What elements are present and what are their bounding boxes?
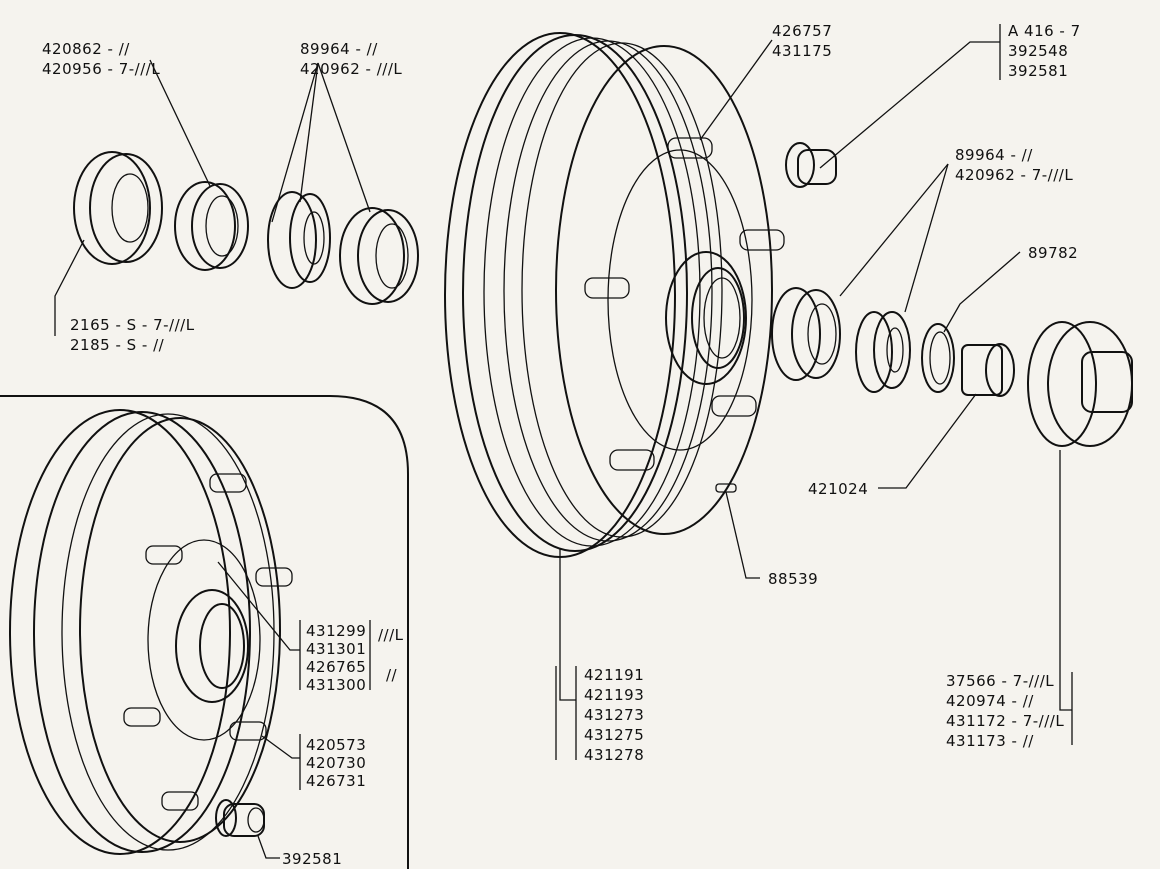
thrust-washer (921, 323, 955, 393)
callout-text: 421191 (584, 666, 644, 684)
callout-text: 2165 - S - 7-///L (70, 316, 195, 334)
callout-text: 431278 (584, 746, 644, 764)
callout-castle-nut: 421024 (808, 480, 868, 498)
callout-text: 431275 (584, 726, 644, 744)
callout-text: 89964 - // (300, 40, 378, 58)
inset-frame (0, 395, 409, 869)
callout-text: 431173 - // (946, 732, 1034, 750)
callout-text: 431301 (306, 640, 366, 658)
callout-inner-bearing: 89964 - // 420962 - ///L (300, 40, 402, 78)
callout-text: 420962 - ///L (300, 60, 402, 78)
callout-text: 2185 - S - // (70, 336, 165, 354)
wheel-stud-bottom (609, 449, 655, 471)
callout-inset-hub: 431299 431301 426765 431300 ///L // (306, 622, 404, 694)
callout-cotter-pin: 88539 (768, 570, 818, 588)
callout-text: 431299 (306, 622, 366, 640)
hub-cap (1027, 321, 1133, 447)
callout-washer: 89782 (1028, 244, 1078, 262)
callout-text: 420730 (306, 754, 366, 772)
callout-text: 426757 (772, 22, 832, 40)
inner-bearing-race (339, 207, 419, 305)
callout-mark: // (386, 666, 398, 684)
callout-text: 420573 (306, 736, 366, 754)
inner-bearing-cup (174, 181, 249, 271)
callout-text: 89964 - // (955, 146, 1033, 164)
callout-stud-top: 426757 431175 (772, 22, 832, 60)
callout-inset-nut: 392581 (282, 850, 342, 868)
inset-nut (215, 799, 265, 837)
wheel-stud-right-upper (739, 229, 785, 251)
callout-outer-bearing: 89964 - // 420962 - 7-///L (955, 146, 1073, 184)
callout-inset-studs: 420573 420730 426731 (306, 736, 366, 790)
callout-text: 392548 (1008, 42, 1068, 60)
inset-drum (9, 409, 293, 855)
callout-drum: 421191 421193 431273 431275 431278 (584, 666, 644, 764)
callout-text: 420862 - // (42, 40, 130, 58)
callout-mark: ///L (378, 626, 404, 644)
callout-text: 420974 - // (946, 692, 1034, 710)
wheel-stud-left (584, 277, 630, 299)
callout-inner-seal: 420862 - // 420956 - 7-///L (42, 40, 160, 78)
callout-text: A 416 - 7 (1008, 22, 1081, 40)
callout-hub-cap: 37566 - 7-///L 420974 - // 431172 - 7-//… (946, 672, 1064, 750)
callout-text: 426765 (306, 658, 366, 676)
inner-bearing-cone (267, 191, 331, 289)
callout-text: 431175 (772, 42, 832, 60)
wheel-stud-top (667, 137, 713, 159)
wheel-nut-top (785, 142, 837, 188)
callout-text: 37566 - 7-///L (946, 672, 1054, 690)
outer-bearing-cone (855, 311, 911, 393)
leader-lines (54, 39, 1072, 859)
callout-text: 420962 - 7-///L (955, 166, 1073, 184)
callout-text: 431300 (306, 676, 366, 694)
castle-nut (961, 343, 1015, 397)
bracket-lines (299, 24, 1073, 790)
callout-text: 420956 - 7-///L (42, 60, 160, 78)
wheel-stud-right-lower (711, 395, 757, 417)
callout-text: 431172 - 7-///L (946, 712, 1064, 730)
callout-lug-nut: A 416 - 7 392548 392581 (1008, 22, 1081, 80)
brake-drum (444, 32, 773, 558)
callout-text: 392581 (1008, 62, 1068, 80)
callout-seal-lower: 2165 - S - 7-///L 2185 - S - // (70, 316, 195, 354)
callout-text: 431273 (584, 706, 644, 724)
callout-text: 421193 (584, 686, 644, 704)
grease-seal (73, 151, 163, 265)
outer-bearing-cup (771, 287, 841, 381)
callout-text: 426731 (306, 772, 366, 790)
